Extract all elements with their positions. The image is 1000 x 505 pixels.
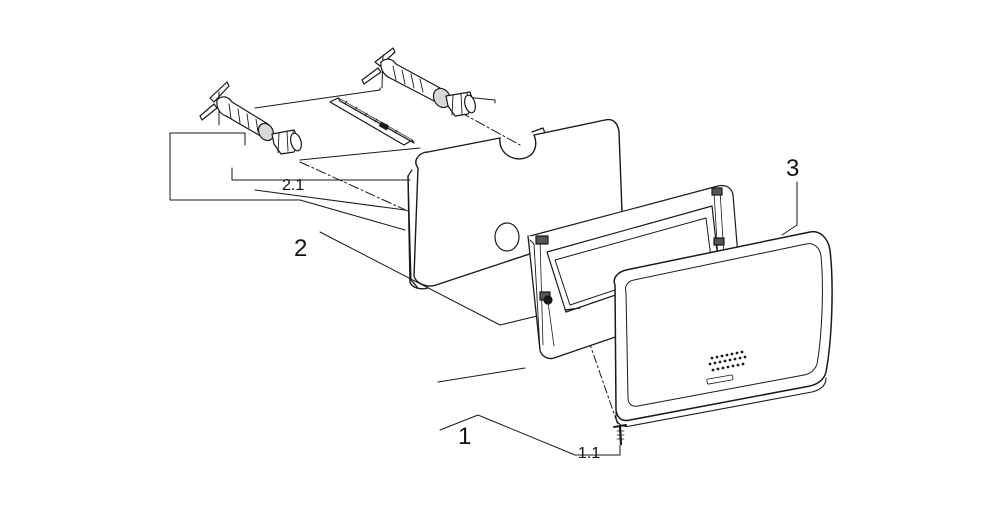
wall-anchor-upper: [361, 47, 476, 117]
flush-plate-cover: [613, 230, 833, 428]
label-part-2-1: 2.1: [282, 177, 304, 194]
back-plate: [407, 118, 623, 290]
label-part-3: 3: [786, 155, 799, 182]
screw: [613, 424, 627, 446]
wall-anchor-lower: [199, 81, 302, 155]
cover-perforation: [708, 350, 747, 372]
label-part-1: 1: [458, 423, 471, 450]
label-part-1-1: 1.1: [578, 445, 600, 462]
label-part-2: 2: [294, 235, 307, 262]
mounting-rail: [329, 97, 415, 146]
